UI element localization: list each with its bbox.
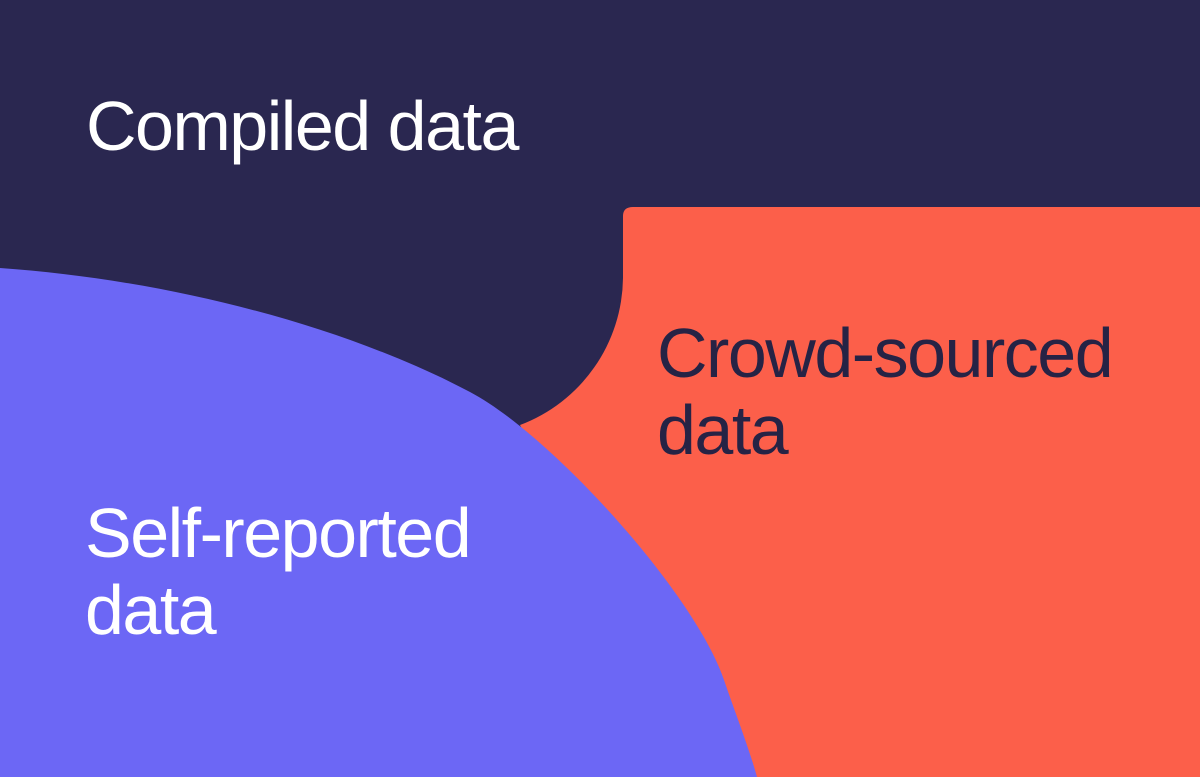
self-reported-data-label: Self-reported data <box>85 494 472 649</box>
crowd-sourced-data-label: Crowd-sourced data <box>657 314 1114 469</box>
self-reported-data-region-shape <box>0 268 757 777</box>
compiled-data-label: Compiled data <box>86 87 519 165</box>
